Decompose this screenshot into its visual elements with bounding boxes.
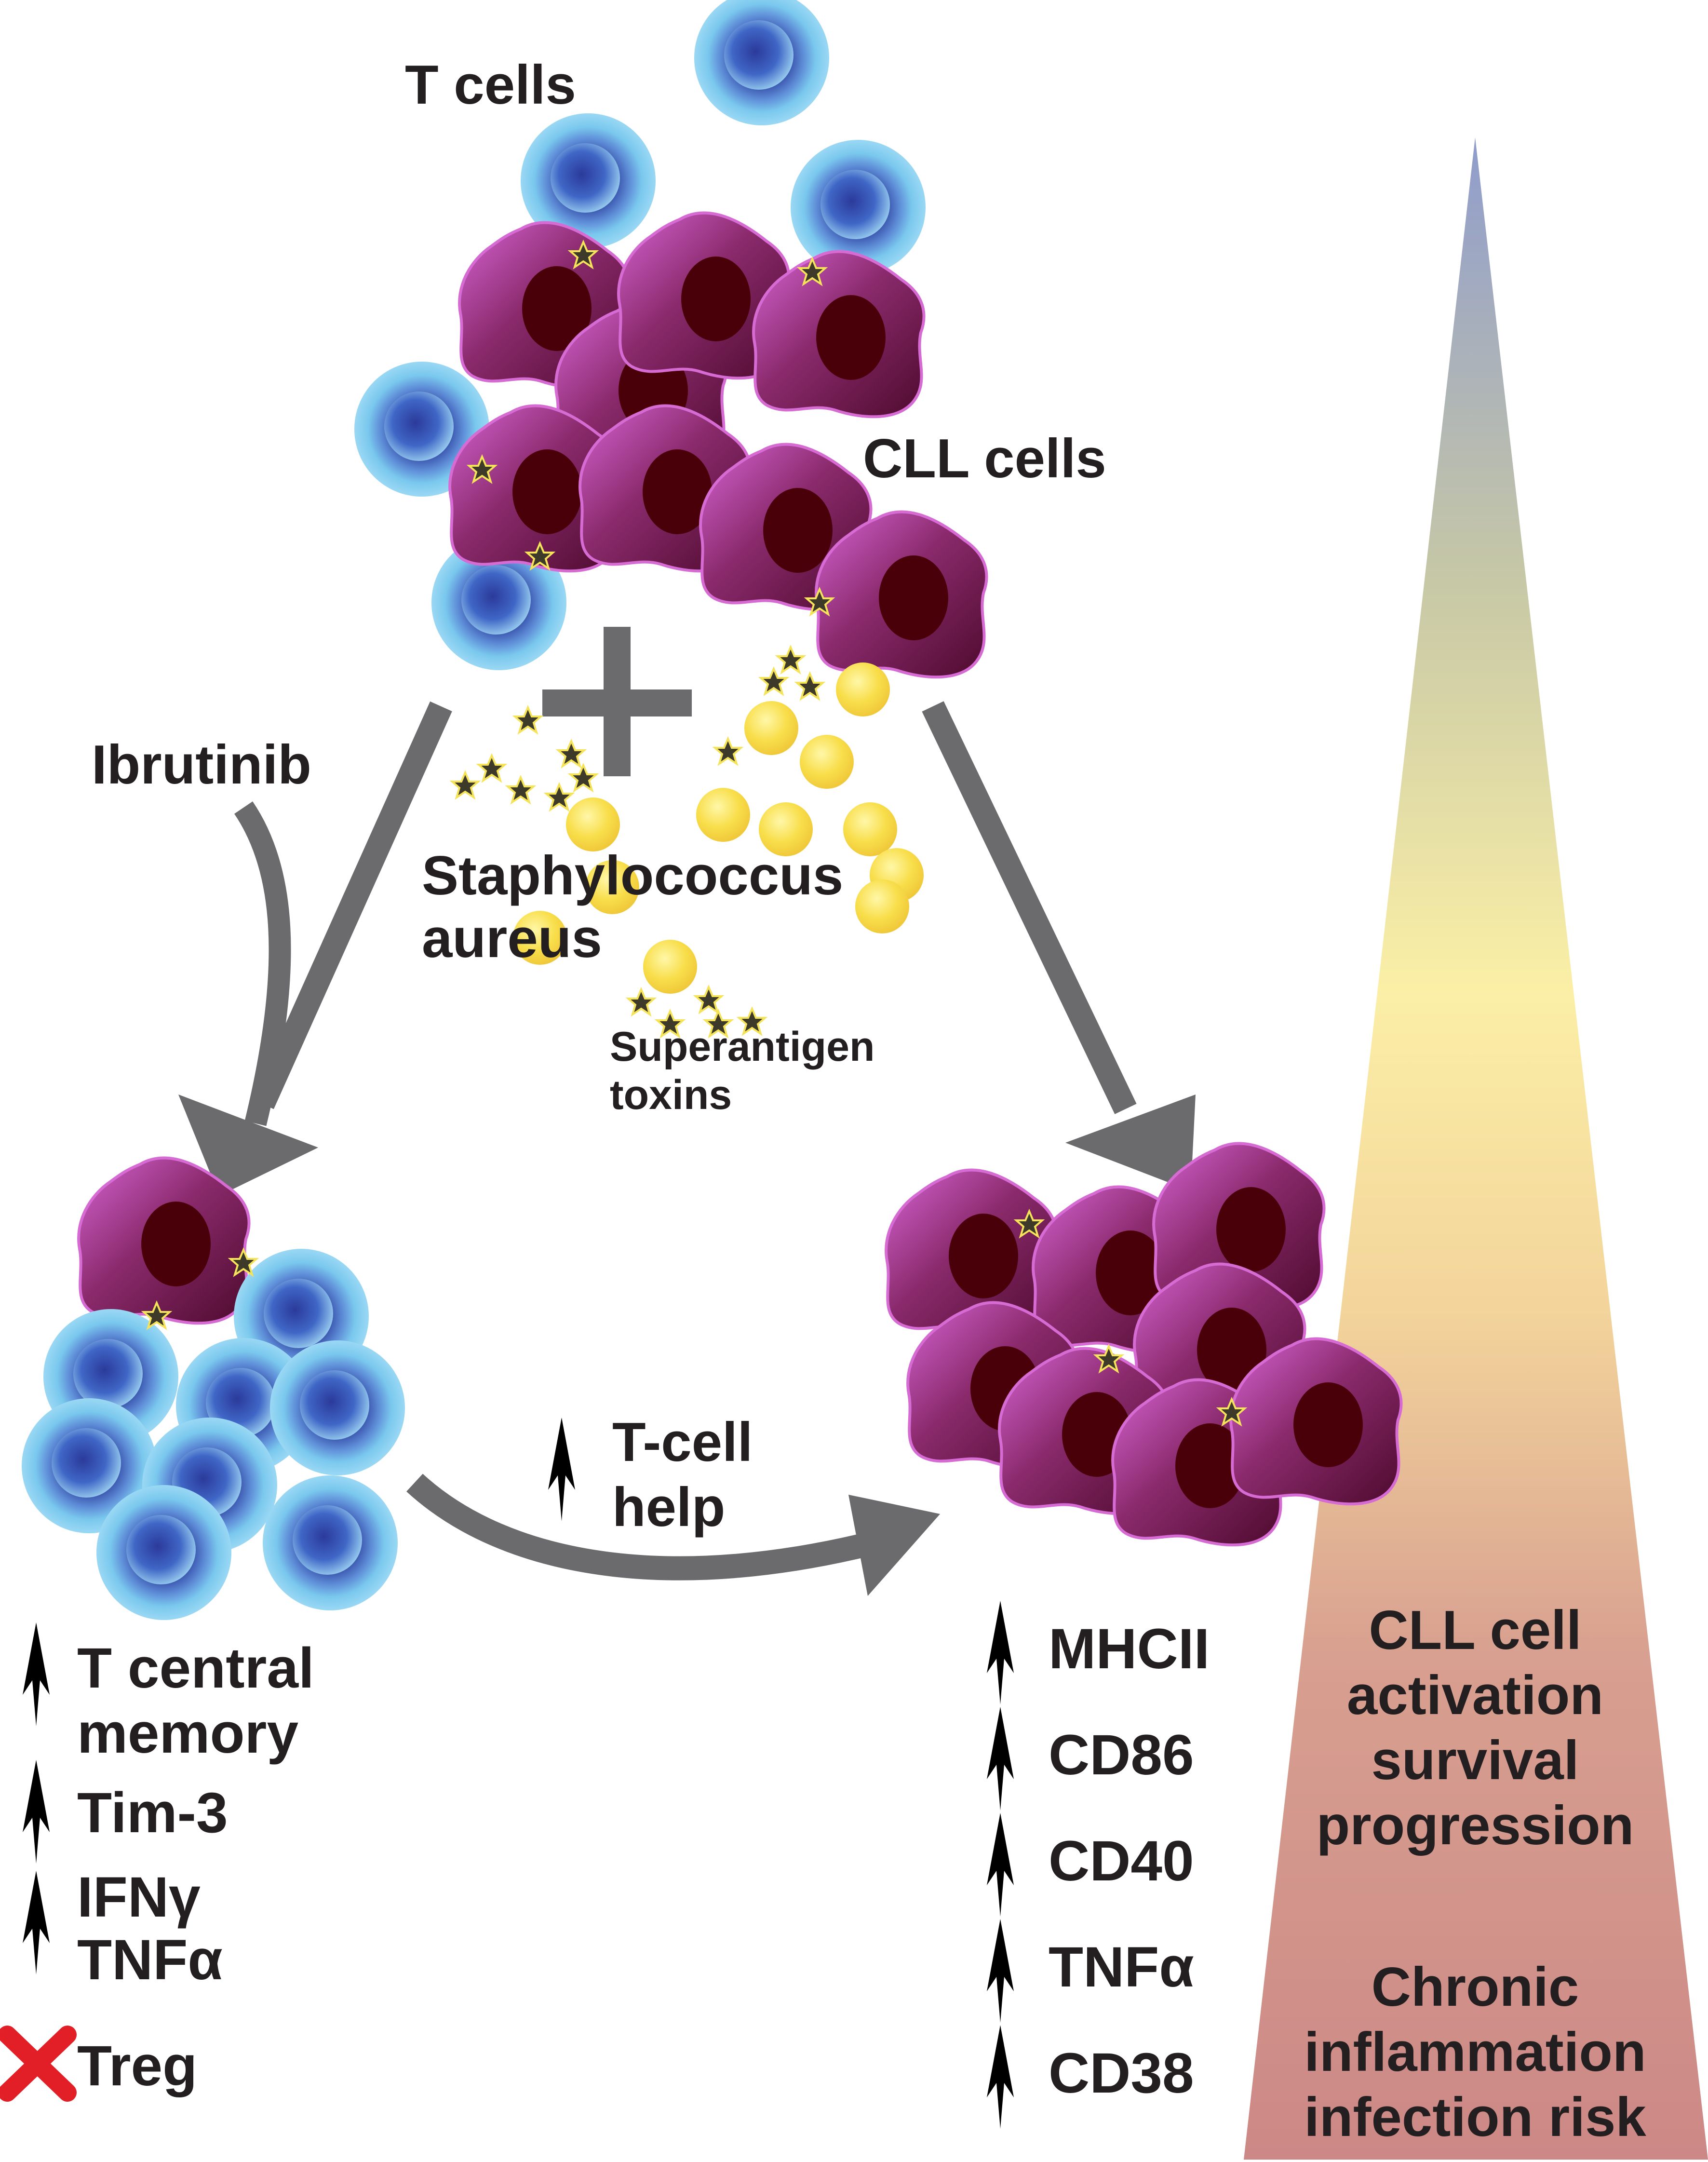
plus-icon — [542, 627, 692, 776]
marker-tnf: TNFα — [77, 1928, 223, 1992]
outcome-line: survival — [1372, 1730, 1579, 1791]
arrow-right-diagonal — [922, 701, 1196, 1191]
star-icon — [796, 673, 824, 700]
cll-cells-label: CLL cells — [863, 428, 1106, 489]
ibrutinib-label: Ibrutinib — [92, 734, 311, 796]
marker-tim3: Tim-3 — [77, 1781, 228, 1845]
risk-line: Chronic — [1372, 1957, 1579, 2018]
left-marker-list: T central memory Tim-3 IFNγ TNFα Treg — [0, 1622, 314, 2102]
bacterium — [566, 797, 620, 851]
marker-central-memory-line2: memory — [77, 1702, 298, 1765]
t-cells-label: T cells — [405, 54, 576, 116]
up-arrow-icon — [987, 2025, 1014, 2129]
up-arrow-icon — [23, 1760, 50, 1864]
right-marker-list: MHCII CD86 CD40 TNFα CD38 — [987, 1601, 1210, 2129]
marker-tnf-alpha: TNFα — [1049, 1935, 1194, 1999]
superantigen-label-line1: Superantigen — [610, 1024, 875, 1070]
star-icon — [451, 771, 479, 798]
marker-treg: Treg — [77, 2034, 197, 2098]
bacterium — [843, 802, 897, 856]
star-icon — [507, 776, 535, 803]
t-cell — [96, 1485, 231, 1620]
bacteria-name-line2: aureus — [422, 908, 602, 969]
gradient-triangle — [1244, 137, 1708, 2160]
tcell-help-line2: help — [612, 1477, 725, 1538]
star-icon — [695, 986, 723, 1013]
star-icon — [777, 646, 805, 673]
up-arrow-icon — [23, 1871, 50, 1974]
bacterium — [696, 788, 750, 842]
star-icon — [545, 784, 573, 811]
t-cell — [694, 0, 829, 125]
star-icon — [557, 740, 585, 767]
t-cell — [270, 1340, 405, 1475]
marker-ifn: IFNγ — [77, 1865, 201, 1929]
star-icon — [627, 988, 655, 1015]
tcell-help-line1: T-cell — [612, 1412, 753, 1473]
marker-cd38: CD38 — [1049, 2041, 1194, 2105]
bacterium — [643, 940, 697, 994]
red-x-icon — [0, 2026, 77, 2102]
bacterium — [800, 735, 854, 789]
up-arrow-icon — [548, 1418, 575, 1521]
arrow-tcell-help — [406, 1473, 940, 1596]
outcome-text: CLL cell activation survival progression… — [1304, 1600, 1646, 2148]
outcome-line: progression — [1317, 1795, 1634, 1856]
bacterium — [855, 879, 909, 933]
superantigen-label-line2: toxins — [610, 1072, 732, 1118]
star-icon — [714, 738, 742, 765]
up-arrow-icon — [987, 1813, 1014, 1917]
up-arrow-icon — [987, 1707, 1014, 1811]
marker-cd86: CD86 — [1049, 1723, 1194, 1787]
cluster-bottom-right — [886, 1144, 1401, 1545]
marker-cd40: CD40 — [1049, 1829, 1194, 1893]
outcome-line: activation — [1347, 1665, 1603, 1726]
risk-line: infection risk — [1304, 2087, 1646, 2148]
bacteria-name-line1: Staphylococcus — [422, 845, 843, 906]
cluster-bottom-left — [22, 1158, 405, 1620]
t-cell — [263, 1475, 398, 1610]
star-icon — [514, 706, 542, 733]
arrow-left-diagonal — [178, 701, 452, 1196]
up-arrow-icon — [987, 1601, 1014, 1704]
risk-line: inflammation — [1304, 2022, 1646, 2083]
arrow-ibrutinib — [234, 801, 291, 1126]
star-icon — [569, 764, 597, 791]
marker-mhcii: MHCII — [1049, 1617, 1210, 1681]
bacterium — [744, 701, 798, 755]
star-icon — [478, 755, 506, 782]
outcome-line: CLL cell — [1369, 1600, 1581, 1661]
up-arrow-icon — [23, 1622, 50, 1726]
cll-cell — [79, 1158, 249, 1324]
up-arrow-icon — [987, 1919, 1014, 2023]
bacterium — [836, 662, 890, 716]
marker-central-memory-line1: T central — [77, 1636, 314, 1700]
